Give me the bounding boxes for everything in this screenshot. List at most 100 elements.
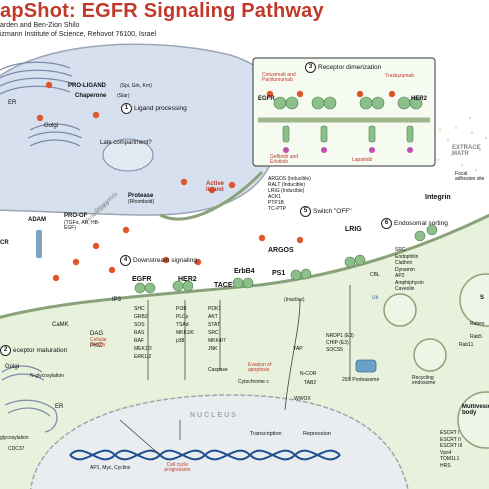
gefitinib-label: Gefitinib and Erlotinib <box>270 154 299 166</box>
pro-ligand-label: PRO-LIGAND <box>68 83 106 89</box>
e3-list: NRDP1 (E3) CHIP (E3) SOCS5 <box>326 333 354 354</box>
erbb4-label: ErbB4 <box>234 268 255 275</box>
extracellular-matrix <box>436 116 488 172</box>
step-endosomal-sorting: 6 Endosomal sorting <box>381 218 448 229</box>
ap1-label: AP1, Myc, Cyclins <box>90 465 131 471</box>
focal-adhesion-label: Focal adhesion site <box>455 171 485 183</box>
rabex-label: Rabex <box>470 321 485 327</box>
inhibitor-item: LRIG (Inducible) <box>268 188 305 194</box>
ub-label: Ub <box>372 295 379 301</box>
box-drugs <box>283 147 413 153</box>
box-receptors <box>273 96 423 143</box>
proteasome <box>355 359 377 373</box>
signal-molecule: SHC <box>134 306 145 312</box>
chaperone-sub: (Star) <box>117 93 130 99</box>
golgi-label-top: Golgi <box>44 123 59 129</box>
nucleus-label: NUCLEUS <box>190 412 238 419</box>
signal-molecule: SRC <box>208 330 219 336</box>
escrt-item: HRS <box>440 462 451 469</box>
trastuzumab-label: Trastuzumab <box>385 73 414 79</box>
multivesicular-label: Multivesicu body <box>462 404 489 417</box>
tab2-label: TAB2 <box>304 380 317 386</box>
step-number: 4 <box>120 255 131 266</box>
cdc37-label: CDC37 <box>8 446 25 452</box>
signal-molecule: MKK4/7 <box>208 338 226 344</box>
extracellular-matrix-label: EXTRACE MATR <box>452 145 481 158</box>
inactive-label: (Inactive) <box>284 297 305 303</box>
box-her2-label: HER2 <box>411 96 428 102</box>
golgi-stacks-lower <box>1 365 45 381</box>
endocytic-item: SRC <box>395 247 406 253</box>
inhibitor-item: RALT (Inducible) <box>268 182 306 188</box>
active-ligand-label: Active ligand <box>206 181 225 194</box>
tace-label: TACE <box>214 282 233 289</box>
signal-molecule: SOS <box>134 322 145 328</box>
inhibitor-item: PTP1B <box>268 200 284 206</box>
signal-molecule: JNK <box>208 346 218 352</box>
her2-main-label: HER2 <box>178 276 197 283</box>
ip3-label: IP3 <box>112 297 122 303</box>
caspase-label: Caspase <box>208 367 228 373</box>
institution: izmann Institute of Science, Rehovot 761… <box>0 31 157 38</box>
escrt-item: Vps4 <box>440 449 452 456</box>
camk-label: CaMK <box>52 322 69 328</box>
step-number: 2 <box>0 345 11 356</box>
step-label: Ligand processing <box>134 105 187 112</box>
rab5-label: Rab5 <box>470 334 482 340</box>
late-compartment <box>102 138 154 172</box>
n-glycosylation-label: N-glycosylation <box>30 373 64 379</box>
endocytic-item: Clathrin <box>395 260 413 266</box>
step-number: 5 <box>300 206 311 217</box>
signal-column-2: PI3K PLCγ TSAd MKK3/6 p38 <box>176 305 194 345</box>
yap-label: YAP <box>293 346 303 352</box>
golgi-label-bottom: Golgi <box>5 364 20 370</box>
cellular-motility-label: Cellular motility <box>90 337 107 349</box>
cr-label: CR <box>0 240 9 246</box>
step-label: Switch "OFF" <box>313 208 352 215</box>
step-number: 3 <box>305 62 316 73</box>
escrt-item: TOM1L1 <box>440 456 460 462</box>
signal-column-3: PDK1 AKT STAT SRC MKK4/7 JNK <box>208 305 226 353</box>
escrt-item: ESCRT I <box>440 430 460 436</box>
dag-label: DAG <box>90 331 104 337</box>
e3-item: CHIP (E3) <box>326 340 349 346</box>
step-ligand-processing: 1 Ligand processing <box>121 103 187 114</box>
step-number: 1 <box>121 103 132 114</box>
cell-cycle-label: Cell cycle progression <box>164 462 191 474</box>
signal-molecule: PLCγ <box>176 314 189 320</box>
pro-gf-label: PRO-GF <box>64 213 88 219</box>
endocytic-item: AP2 <box>395 273 405 279</box>
pkc-label: PKC <box>90 343 103 349</box>
chaperone-label: Chaperone <box>75 93 107 99</box>
step-downstream-signaling: 4 Downstream signaling <box>120 255 197 266</box>
dimerization-box <box>252 57 436 167</box>
step-switch-off: 5 Switch "OFF" <box>300 206 352 217</box>
er-label-top: ER <box>8 100 17 106</box>
e3-item: SOCS5 <box>326 347 343 353</box>
signal-column-1: SHC GRB2 SOS RAS RAF MEK1/2 ERK1/2 <box>134 305 152 361</box>
endocytic-list: SRC Endophilin Clathrin Dynamin AP2 Amph… <box>395 247 424 293</box>
endocytic-item: Endophilin <box>395 253 419 260</box>
signal-molecule: p38 <box>176 338 185 344</box>
recycling-endosome-label: Recycling endosome <box>412 375 436 387</box>
proteasome-label: 26S Proteasome <box>342 377 380 383</box>
signaling-arrows <box>119 285 351 456</box>
step-label: Endosomal sorting <box>394 220 448 227</box>
box-egfr-label: EGFR <box>258 96 275 102</box>
signal-molecule: ERK1/2 <box>134 354 152 360</box>
inhibitor-list: ARGOS (Inducible) RALT (Inducible) LRIG … <box>268 176 311 212</box>
inhibitor-item: TC-PTP <box>268 206 287 212</box>
lapatinib-label: Lapatinib <box>352 157 373 163</box>
adam-molecule <box>36 230 42 258</box>
escrt-item: ESCRT II <box>440 436 461 443</box>
membrane-receptors <box>134 224 438 294</box>
signal-molecule: PDK1 <box>208 306 222 312</box>
er-label-bottom: ER <box>55 404 64 410</box>
pro-ligand-sub: (Spi, Grk, Krn) <box>120 83 152 89</box>
wwox-label: WWOX <box>294 396 311 402</box>
escrt-list: ESCRT I ESCRT II ESCRT III Vps4 TOM1L1 H… <box>440 430 462 469</box>
signal-molecule: RAF <box>134 338 144 344</box>
glycosylation-label: glycosylation <box>0 435 29 441</box>
authors: arden and Ben-Zion Shilo <box>0 22 80 29</box>
argos-label: ARGOS <box>268 247 294 254</box>
